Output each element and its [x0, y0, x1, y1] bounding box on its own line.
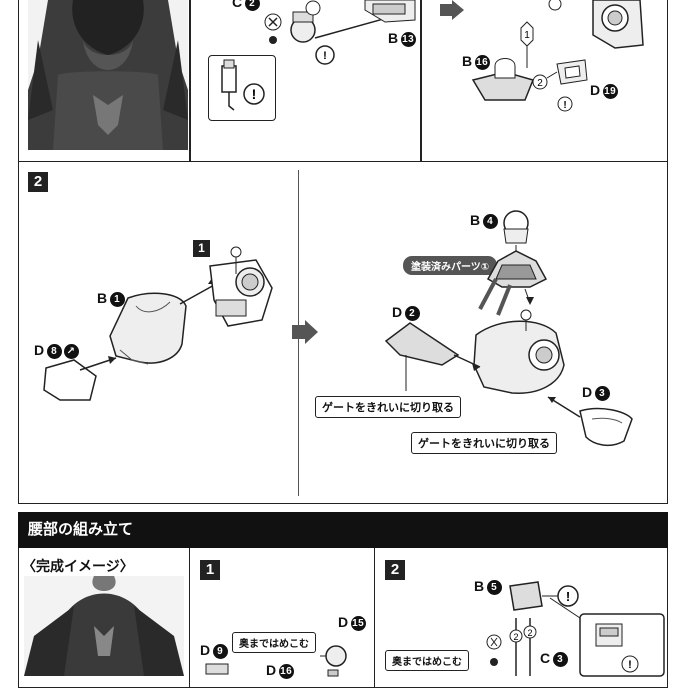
step1-parts: [205, 645, 347, 677]
top-strip: [18, 0, 668, 162]
top-divider-1: [189, 0, 191, 162]
cement-box: [208, 55, 276, 121]
svg-text:1: 1: [524, 30, 530, 41]
push-callout-step1: 奥まではめこむ: [232, 632, 316, 653]
arrow-right-icon-panel2: [292, 320, 318, 344]
section-title-banner: 腰部の組み立て: [18, 512, 668, 548]
joint-assembly-right: 1 2 !: [471, 0, 644, 112]
top-divider-2: [420, 0, 422, 162]
svg-text:!: !: [566, 589, 570, 604]
gate-callout-1: ゲートをきれいに切り取る: [315, 396, 461, 418]
bottom-step-1-number: 1: [200, 560, 220, 580]
svg-text:!: !: [628, 659, 632, 671]
torso-assembly-left: [43, 246, 273, 401]
push-callout-step2: 奥まではめこむ: [385, 650, 469, 671]
completed-image-label: 〈完成イメージ〉: [22, 558, 134, 574]
arrow-right-icon-top: [440, 0, 464, 20]
bottom-step-2-number: 2: [385, 560, 405, 580]
svg-text:2: 2: [537, 78, 543, 89]
svg-text:2: 2: [527, 628, 532, 638]
painted-parts-badge: 塗装済みパーツ①: [403, 256, 498, 275]
gate-callout-2: ゲートをきれいに切り取る: [411, 432, 557, 454]
svg-text:!: !: [252, 86, 257, 102]
figure-photo-top: [28, 0, 188, 150]
svg-text:2: 2: [513, 632, 518, 642]
torso-assembly-right: [384, 210, 633, 447]
ball-joint-part: !: [264, 0, 416, 65]
sub-step-tag: 1: [193, 240, 210, 257]
step-2-number: 2: [28, 172, 48, 192]
svg-text:!: !: [563, 100, 566, 111]
figure-photo-bottom: [24, 576, 184, 676]
step2-parts: ! 2 2 !: [486, 581, 665, 677]
svg-text:!: !: [323, 50, 327, 62]
cement-bottle-icon: !: [221, 59, 265, 111]
